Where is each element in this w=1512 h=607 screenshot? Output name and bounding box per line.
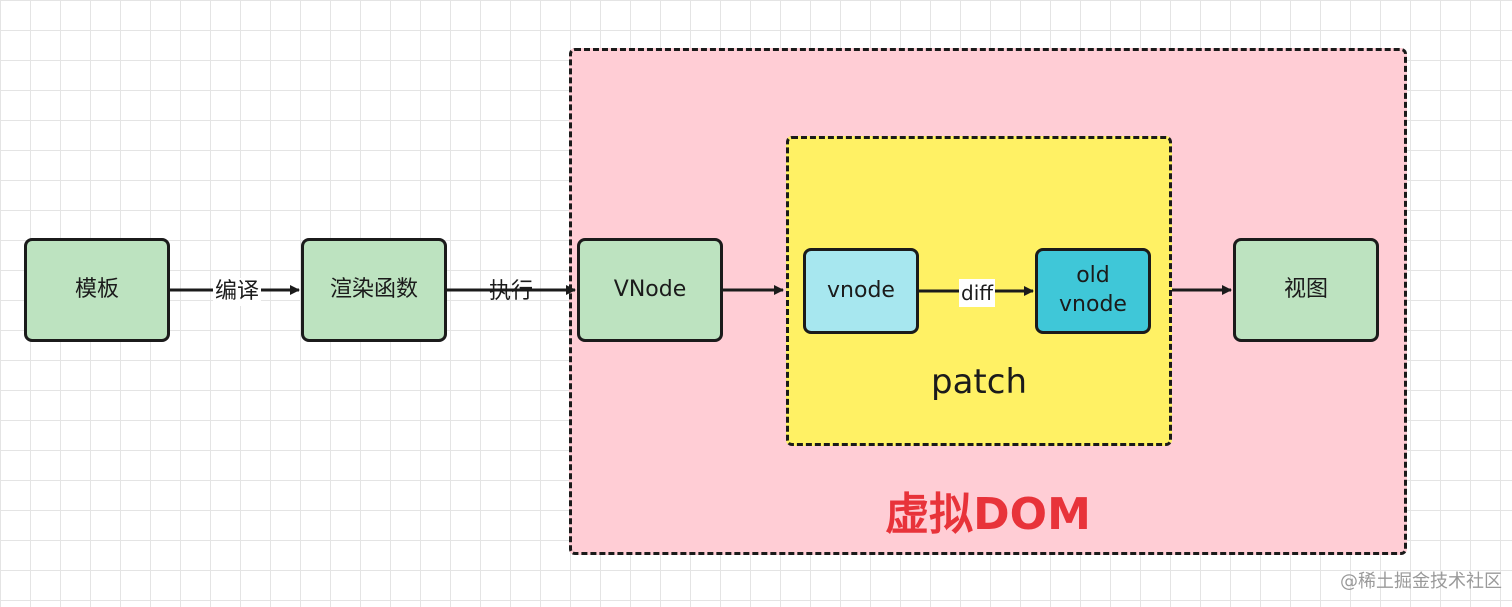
view-node: 视图 (1233, 238, 1379, 342)
vnode-main-node: VNode (577, 238, 723, 342)
watermark: @稀土掘金技术社区 (1340, 571, 1502, 592)
edge-label-execute: 执行 (489, 279, 534, 304)
render-function-node: 渲染函数 (301, 238, 447, 342)
edge-label-compile: 编译 (213, 278, 262, 306)
patch-label: patch (931, 362, 1027, 402)
template-node: 模板 (24, 238, 170, 342)
old-vnode-node: old vnode (1035, 248, 1151, 334)
edge-label-diff: diff (959, 279, 996, 307)
vnode-node: vnode (803, 248, 919, 334)
virtual-dom-label: 虚拟DOM (885, 489, 1091, 540)
